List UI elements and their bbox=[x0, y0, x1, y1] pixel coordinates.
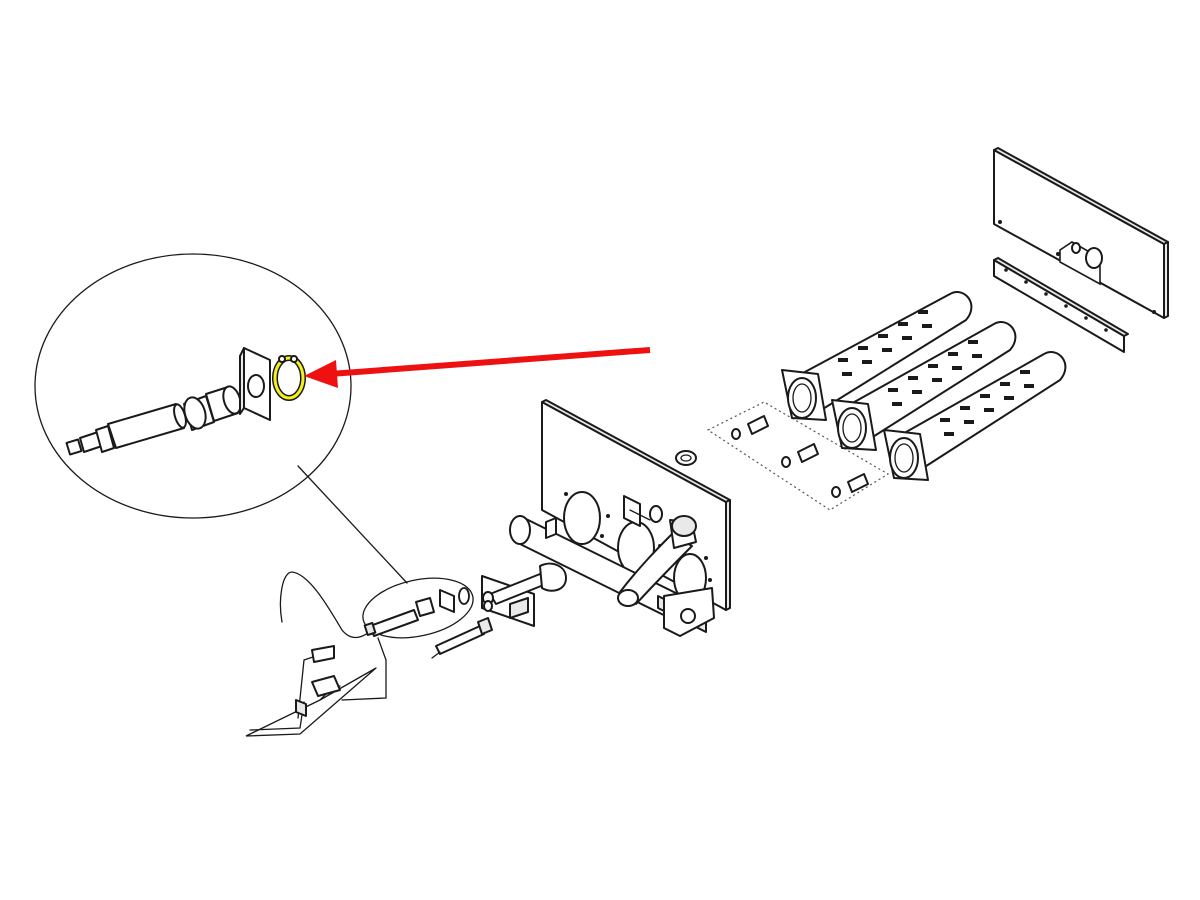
fitting-nut-magnified bbox=[183, 385, 242, 431]
burner-tube-2 bbox=[831, 321, 1017, 451]
elbow-fitting bbox=[617, 515, 697, 607]
burner-door bbox=[993, 147, 1169, 319]
pilot-assembly bbox=[245, 562, 567, 737]
grommet bbox=[675, 450, 697, 466]
orifice-dotted-box bbox=[706, 401, 890, 511]
snap-ring-highlighted bbox=[272, 355, 306, 401]
red-pointer-arrow bbox=[304, 347, 651, 388]
igniter bbox=[431, 617, 493, 659]
burner-ports-2 bbox=[888, 340, 982, 406]
thermocouple-wire bbox=[279, 571, 373, 639]
detail-callout bbox=[34, 253, 408, 584]
door-gasket bbox=[993, 257, 1129, 353]
manifold-pipe bbox=[509, 515, 715, 637]
thermocouple-magnified bbox=[65, 403, 187, 456]
thermocouple-small bbox=[363, 587, 470, 637]
leader-line bbox=[297, 465, 408, 584]
pilot-burner bbox=[245, 667, 377, 737]
assembly-ellipse bbox=[362, 577, 474, 639]
orifice-2 bbox=[781, 443, 819, 468]
manifold-spud bbox=[545, 517, 557, 539]
pilot-tube bbox=[341, 637, 387, 701]
detail-ellipse bbox=[34, 253, 352, 519]
burner-ports-1 bbox=[838, 310, 932, 376]
orifice-1 bbox=[731, 415, 769, 440]
gas-valve bbox=[481, 562, 567, 627]
mounting-bracket-magnified bbox=[239, 347, 271, 421]
burner-ports-3 bbox=[940, 370, 1034, 436]
orifice-3 bbox=[831, 473, 869, 498]
orifice-group bbox=[706, 401, 890, 511]
manifold-plate bbox=[509, 399, 731, 637]
burner-tube-1 bbox=[781, 291, 973, 421]
burner-tube-3 bbox=[883, 351, 1067, 481]
